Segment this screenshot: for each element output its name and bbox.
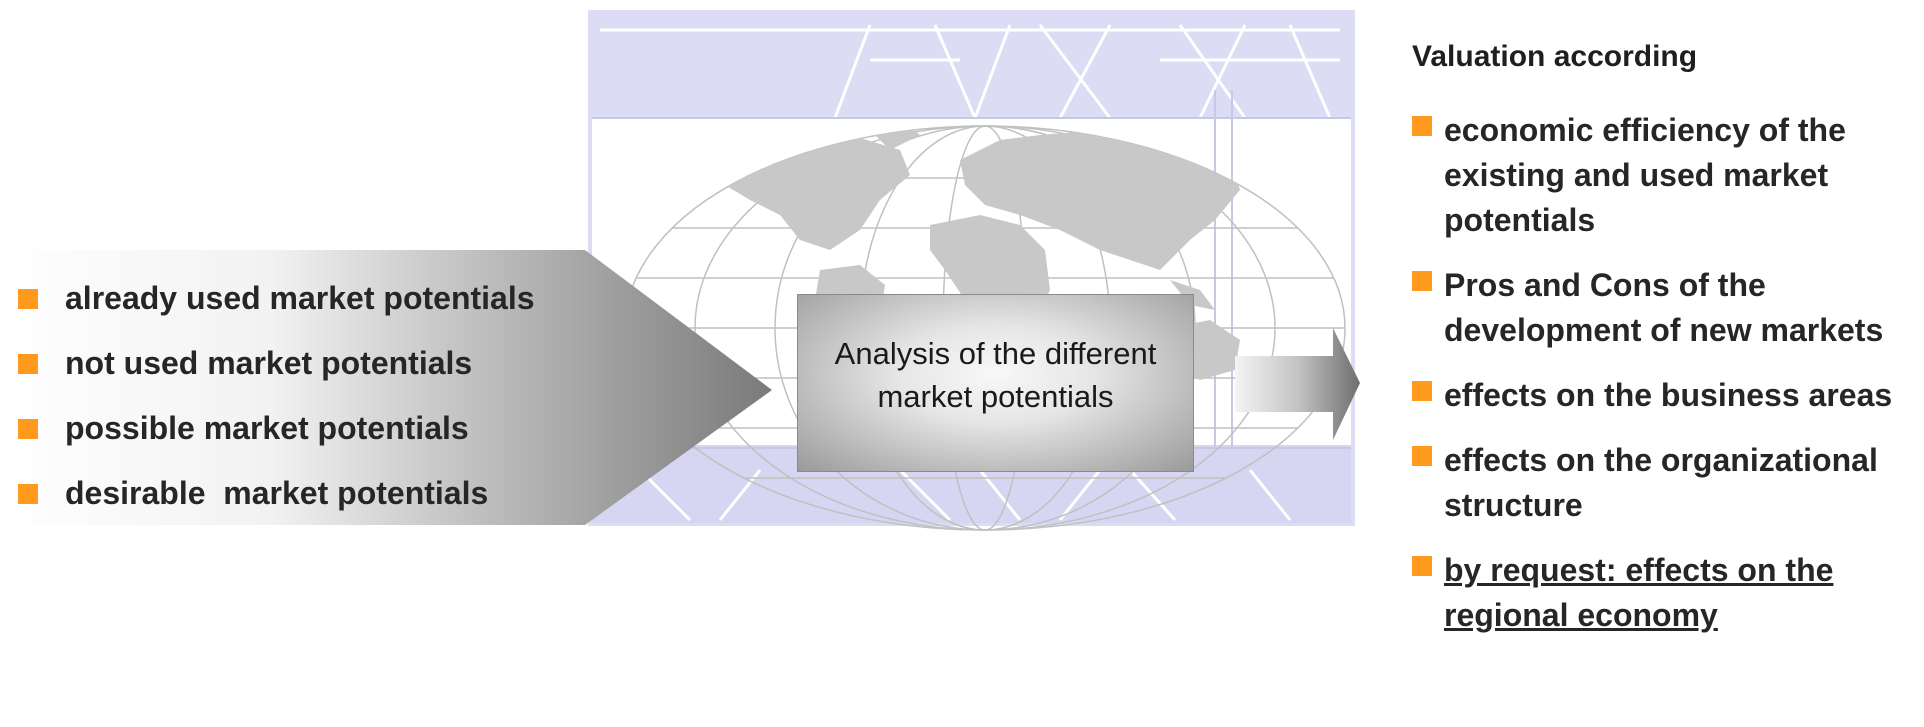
- list-item: economic efficiency of the existing and …: [1412, 108, 1917, 243]
- left-input-arrow: [0, 250, 772, 525]
- list-item-label: by request: effects on the regional econ…: [1444, 552, 1834, 633]
- orange-square-bullet-icon: [18, 288, 38, 309]
- list-item-label: Pros and Cons of the development of new …: [1444, 267, 1884, 348]
- orange-square-bullet-icon: [18, 353, 38, 374]
- market-potentials-list: already used market potentials not used …: [18, 266, 535, 526]
- list-item: effects on the business areas: [1412, 373, 1917, 418]
- orange-square-bullet-icon: [1412, 381, 1432, 401]
- list-item-label: desirable market potentials: [65, 475, 489, 511]
- orange-square-bullet-icon: [1412, 446, 1432, 466]
- valuation-heading: Valuation according: [1412, 40, 1698, 73]
- list-item-label: economic efficiency of the existing and …: [1444, 112, 1846, 238]
- orange-square-bullet-icon: [1412, 556, 1432, 576]
- analysis-box-label: Analysis of the different market potenti…: [834, 336, 1157, 414]
- list-item-label: not used market potentials: [65, 345, 473, 381]
- list-item-label: effects on the business areas: [1444, 377, 1893, 413]
- list-item: by request: effects on the regional econ…: [1412, 548, 1917, 638]
- orange-square-bullet-icon: [18, 418, 38, 439]
- list-item: effects on the organizational structure: [1412, 438, 1917, 528]
- list-item: possible market potentials: [18, 396, 535, 461]
- right-output-arrow: [1235, 328, 1360, 440]
- list-item-label: possible market potentials: [65, 410, 469, 446]
- list-item: already used market potentials: [18, 266, 535, 331]
- orange-square-bullet-icon: [1412, 116, 1432, 136]
- list-item-label: already used market potentials: [65, 280, 535, 316]
- list-item: not used market potentials: [18, 331, 535, 396]
- orange-square-bullet-icon: [1412, 271, 1432, 291]
- orange-square-bullet-icon: [18, 483, 38, 504]
- list-item-label: effects on the organizational structure: [1444, 442, 1878, 523]
- list-item: desirable market potentials: [18, 461, 535, 526]
- analysis-box: Analysis of the different market potenti…: [797, 294, 1194, 472]
- valuation-list: economic efficiency of the existing and …: [1412, 108, 1917, 658]
- list-item: Pros and Cons of the development of new …: [1412, 263, 1917, 353]
